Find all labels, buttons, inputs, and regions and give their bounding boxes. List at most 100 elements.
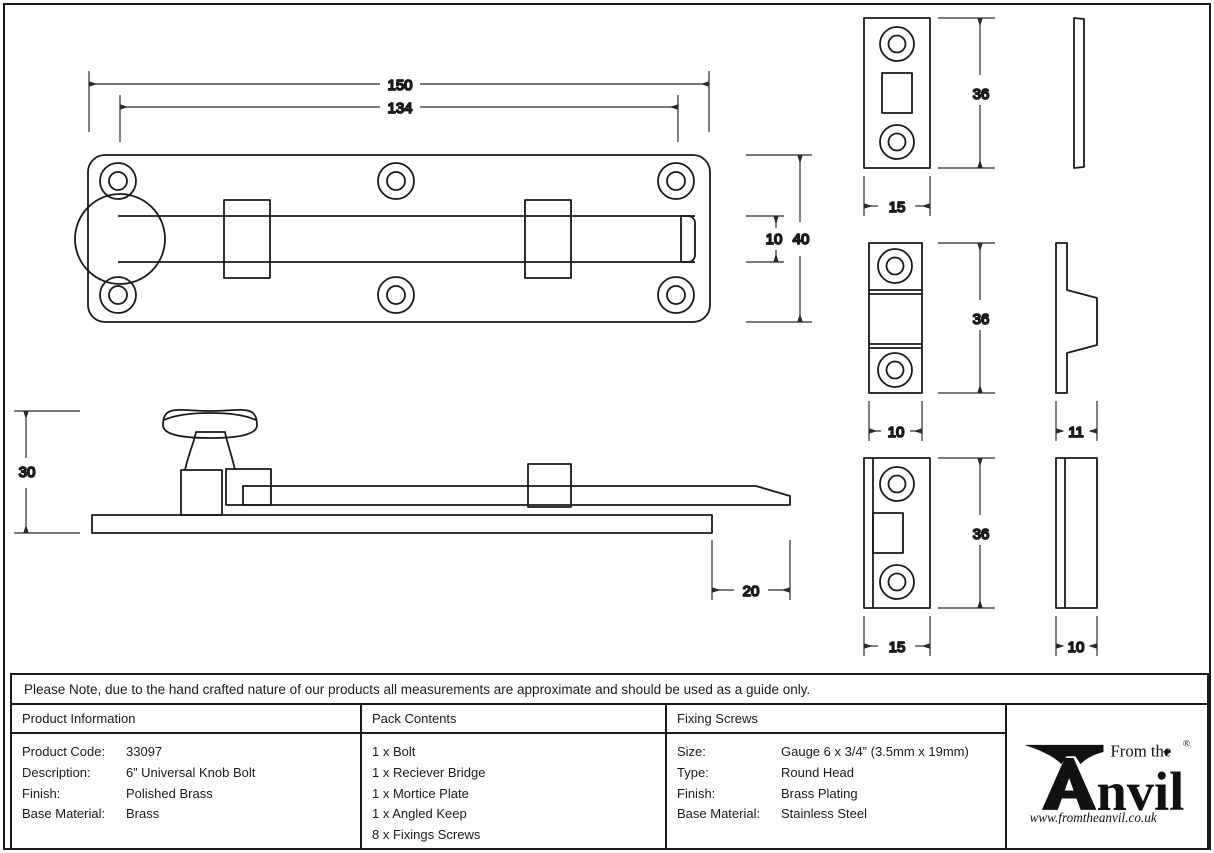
row-label: Size:	[677, 744, 706, 759]
dimension-134	[119, 95, 679, 142]
plan-view-bolt-plate	[74, 154, 711, 323]
row-label: Finish:	[677, 785, 716, 801]
receiver-bridge-profile	[1055, 242, 1098, 394]
table-columns: Product Information Product Code: 33097 …	[10, 705, 1209, 850]
dimension-keep-15	[863, 616, 931, 656]
collar-left-side	[225, 468, 272, 506]
dimension-150	[88, 71, 710, 132]
dimension-keep-10	[1055, 616, 1098, 656]
list-item: 8 x Fixings Screws	[372, 827, 481, 843]
dim-label-150: 150	[387, 77, 412, 94]
dimension-bridge-10	[868, 401, 923, 441]
dim-label-10-rod: 10	[766, 231, 783, 248]
dim-label-134: 134	[387, 100, 412, 117]
from-the-anvil-logo: From the nvil ® www.fromtheanvil.co.uk	[1024, 739, 1190, 824]
information-table: Please Note, due to the hand crafted nat…	[5, 673, 1209, 850]
dimension-10-rod	[746, 215, 784, 263]
dim-label-40: 40	[793, 231, 810, 248]
row-value: 33097	[126, 744, 163, 759]
registered-icon: ®	[1183, 739, 1190, 750]
heading-pack-contents: Pack Contents	[362, 705, 665, 734]
bolt-rod-side	[242, 485, 791, 506]
dimension-30	[14, 410, 80, 534]
list-item: 1 x Reciever Bridge	[372, 764, 486, 780]
dim-label-mortice-36: 36	[973, 86, 990, 103]
dim-label-keep-10: 10	[1068, 639, 1085, 656]
angled-keep-view	[863, 457, 931, 609]
backplate-outline	[87, 154, 711, 323]
dimension-keep-36	[938, 457, 995, 609]
dim-label-bridge-36: 36	[973, 311, 990, 328]
logo-line2: nvil	[1096, 761, 1184, 822]
diamond-icon	[1163, 748, 1171, 756]
row-value: Polished Brass	[126, 785, 213, 801]
mortice-plate-edge-view	[1073, 17, 1085, 169]
row-value: Brass	[126, 806, 160, 822]
body-product-information: Product Code: 33097 Description: 6” Univ…	[12, 734, 360, 848]
angled-keep-edge-view	[1055, 457, 1098, 609]
heading-fixing-screws: Fixing Screws	[667, 705, 1005, 734]
collar-right	[524, 199, 572, 279]
mortice-plate-view	[863, 17, 931, 169]
dim-label-20: 20	[743, 583, 760, 600]
row-value: Stainless Steel	[781, 806, 867, 822]
list-item: 1 x Angled Keep	[372, 806, 467, 822]
side-view-bolt	[91, 409, 791, 534]
row-label: Product Code:	[22, 744, 106, 759]
collar-left	[223, 199, 271, 279]
dimension-40	[746, 154, 812, 323]
table-row: Size: Gauge 6 x 3/4” (3.5mm x 19mm)	[677, 742, 1005, 763]
dim-label-keep-15: 15	[889, 639, 906, 656]
column-fixing-screws: Fixing Screws Size: Gauge 6 x 3/4” (3.5m…	[665, 705, 1005, 850]
table-row: Base Material: Brass	[22, 804, 360, 825]
row-label: Description:	[22, 764, 91, 780]
knob-plan	[74, 193, 166, 285]
row-label: Base Material:	[22, 806, 106, 822]
logo-line1: From the	[1111, 741, 1172, 760]
list-item: 1 x Mortice Plate	[372, 785, 469, 801]
dimension-bridge-36	[938, 242, 995, 394]
receiver-bridge-view	[868, 242, 923, 394]
row-label: Base Material:	[677, 806, 761, 822]
list-item: 1 x Bolt	[372, 744, 416, 759]
row-value: Gauge 6 x 3/4” (3.5mm x 19mm)	[781, 744, 969, 759]
keep-slot	[872, 512, 904, 554]
disclaimer-text: Please Note, due to the hand crafted nat…	[24, 681, 811, 697]
table-row: Product Code: 33097	[22, 742, 360, 763]
dim-label-bridge-10: 10	[888, 424, 905, 441]
dim-label-30: 30	[19, 464, 36, 481]
knob-base	[180, 469, 223, 516]
column-pack-contents: Pack Contents 1 x Bolt 1 x Reciever Brid…	[360, 705, 665, 850]
mortice-slot	[881, 72, 913, 114]
logo-url: www.fromtheanvil.co.uk	[1030, 810, 1158, 824]
body-pack-contents: 1 x Bolt 1 x Reciever Bridge 1 x Mortice…	[362, 734, 665, 848]
knob-stem	[184, 431, 236, 471]
collar-right-side	[527, 463, 572, 508]
table-row: Finish: Brass Plating	[677, 784, 1005, 805]
dimension-mortice-15	[863, 176, 931, 216]
table-row: Finish: Polished Brass	[22, 784, 360, 805]
dim-label-keep-36: 36	[973, 526, 990, 543]
row-value: Round Head	[781, 764, 854, 780]
dim-label-bridge-11: 11	[1068, 424, 1084, 441]
body-fixing-screws: Size: Gauge 6 x 3/4” (3.5mm x 19mm) Type…	[667, 734, 1005, 848]
table-row: Description: 6” Universal Knob Bolt	[22, 763, 360, 784]
row-value: 6” Universal Knob Bolt	[126, 764, 256, 780]
row-label: Finish:	[22, 785, 61, 801]
column-product-information: Product Information Product Code: 33097 …	[10, 705, 360, 850]
anvil-icon	[1024, 744, 1104, 810]
dimension-mortice-36	[938, 17, 995, 169]
dimension-bridge-11	[1055, 401, 1098, 441]
column-brand-logo: From the nvil ® www.fromtheanvil.co.uk	[1005, 705, 1209, 850]
disclaimer-note: Please Note, due to the hand crafted nat…	[10, 673, 1209, 705]
screw-holes	[99, 162, 695, 314]
table-row: Type: Round Head	[677, 763, 1005, 784]
table-row: Base Material: Stainless Steel	[677, 804, 1005, 825]
backplate-edge	[91, 514, 713, 534]
bolt-rod	[118, 215, 696, 263]
row-value: Brass Plating	[781, 785, 858, 801]
dimension-20	[711, 540, 791, 600]
row-label: Type:	[677, 764, 709, 780]
